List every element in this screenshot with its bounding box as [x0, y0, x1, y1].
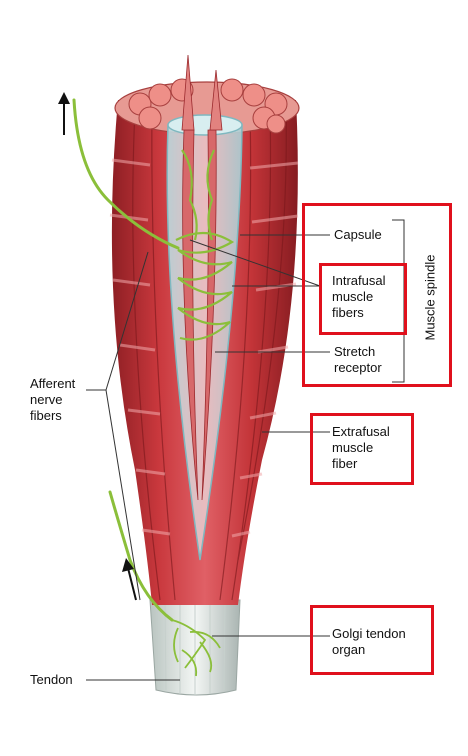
afferent-label: Afferent nerve fibers — [30, 376, 76, 423]
striation-bands — [109, 158, 299, 538]
muscle-spindle-highlight-box — [302, 203, 452, 387]
golgi-label: Golgi tendon organ — [332, 626, 406, 657]
arrow-up-icon — [58, 92, 70, 135]
intrafusal-fibers — [181, 54, 223, 501]
arrow-up-icon — [122, 558, 137, 601]
extrafusal-highlight-box — [310, 413, 414, 485]
extrafusal-label: Extrafusal muscle fiber — [332, 424, 390, 471]
golgi-tendon-branches — [171, 619, 221, 677]
tendon-strands — [164, 599, 226, 695]
afferent-nerve-fibers — [72, 98, 180, 622]
capsule-top — [167, 114, 243, 136]
stretch-receptor-label: Stretch receptor — [334, 344, 382, 375]
intrafusal-highlight-box — [319, 263, 407, 335]
tendon-label: Tendon — [30, 672, 73, 687]
intrafusal-label: Intrafusal muscle fibers — [332, 273, 386, 320]
golgi-highlight-box — [310, 605, 434, 675]
capsule-label: Capsule — [334, 227, 382, 242]
muscle-spindle-label: Muscle spindle — [422, 254, 438, 341]
